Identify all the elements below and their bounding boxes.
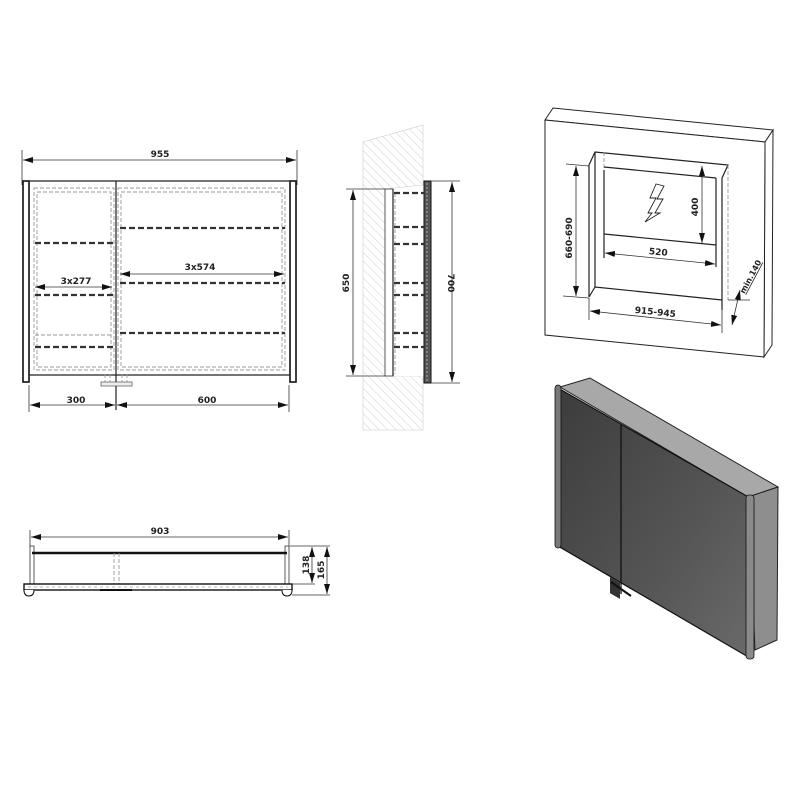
electric-bolt-icon [644,183,665,223]
niche-height-label: 660-690 [565,217,575,258]
socket-width-label: 520 [648,247,668,259]
body-width-label: 903 [151,527,170,537]
body-depth-label: 138 [302,556,312,575]
installation-view: 660-690 400 520 915-945 min.140 [544,107,774,359]
door-panel-profile [423,180,432,384]
socket-height-label: 400 [691,198,701,217]
overall-height-label: 700 [445,274,455,293]
right-door-width-label: 600 [198,396,217,406]
cabinet-render [554,377,780,660]
right-shelf-width-label: 3x574 [185,263,216,273]
side-view: 650 700 [342,124,460,431]
top-view: 903 138 165 [23,527,330,597]
overall-width-label: 955 [151,150,170,160]
overall-depth-label: 165 [317,561,327,580]
right-side-post [289,180,297,383]
left-shelf-width-label: 3x277 [61,277,92,287]
body-height-label: 650 [342,274,352,293]
left-door-width-label: 300 [67,396,86,406]
front-view: 955 3x277 3x574 300 600 [21,150,298,412]
left-side-post [22,180,30,383]
switch-plate [100,381,133,387]
niche-width-label: 915-945 [634,306,676,320]
door-profile [23,583,293,591]
